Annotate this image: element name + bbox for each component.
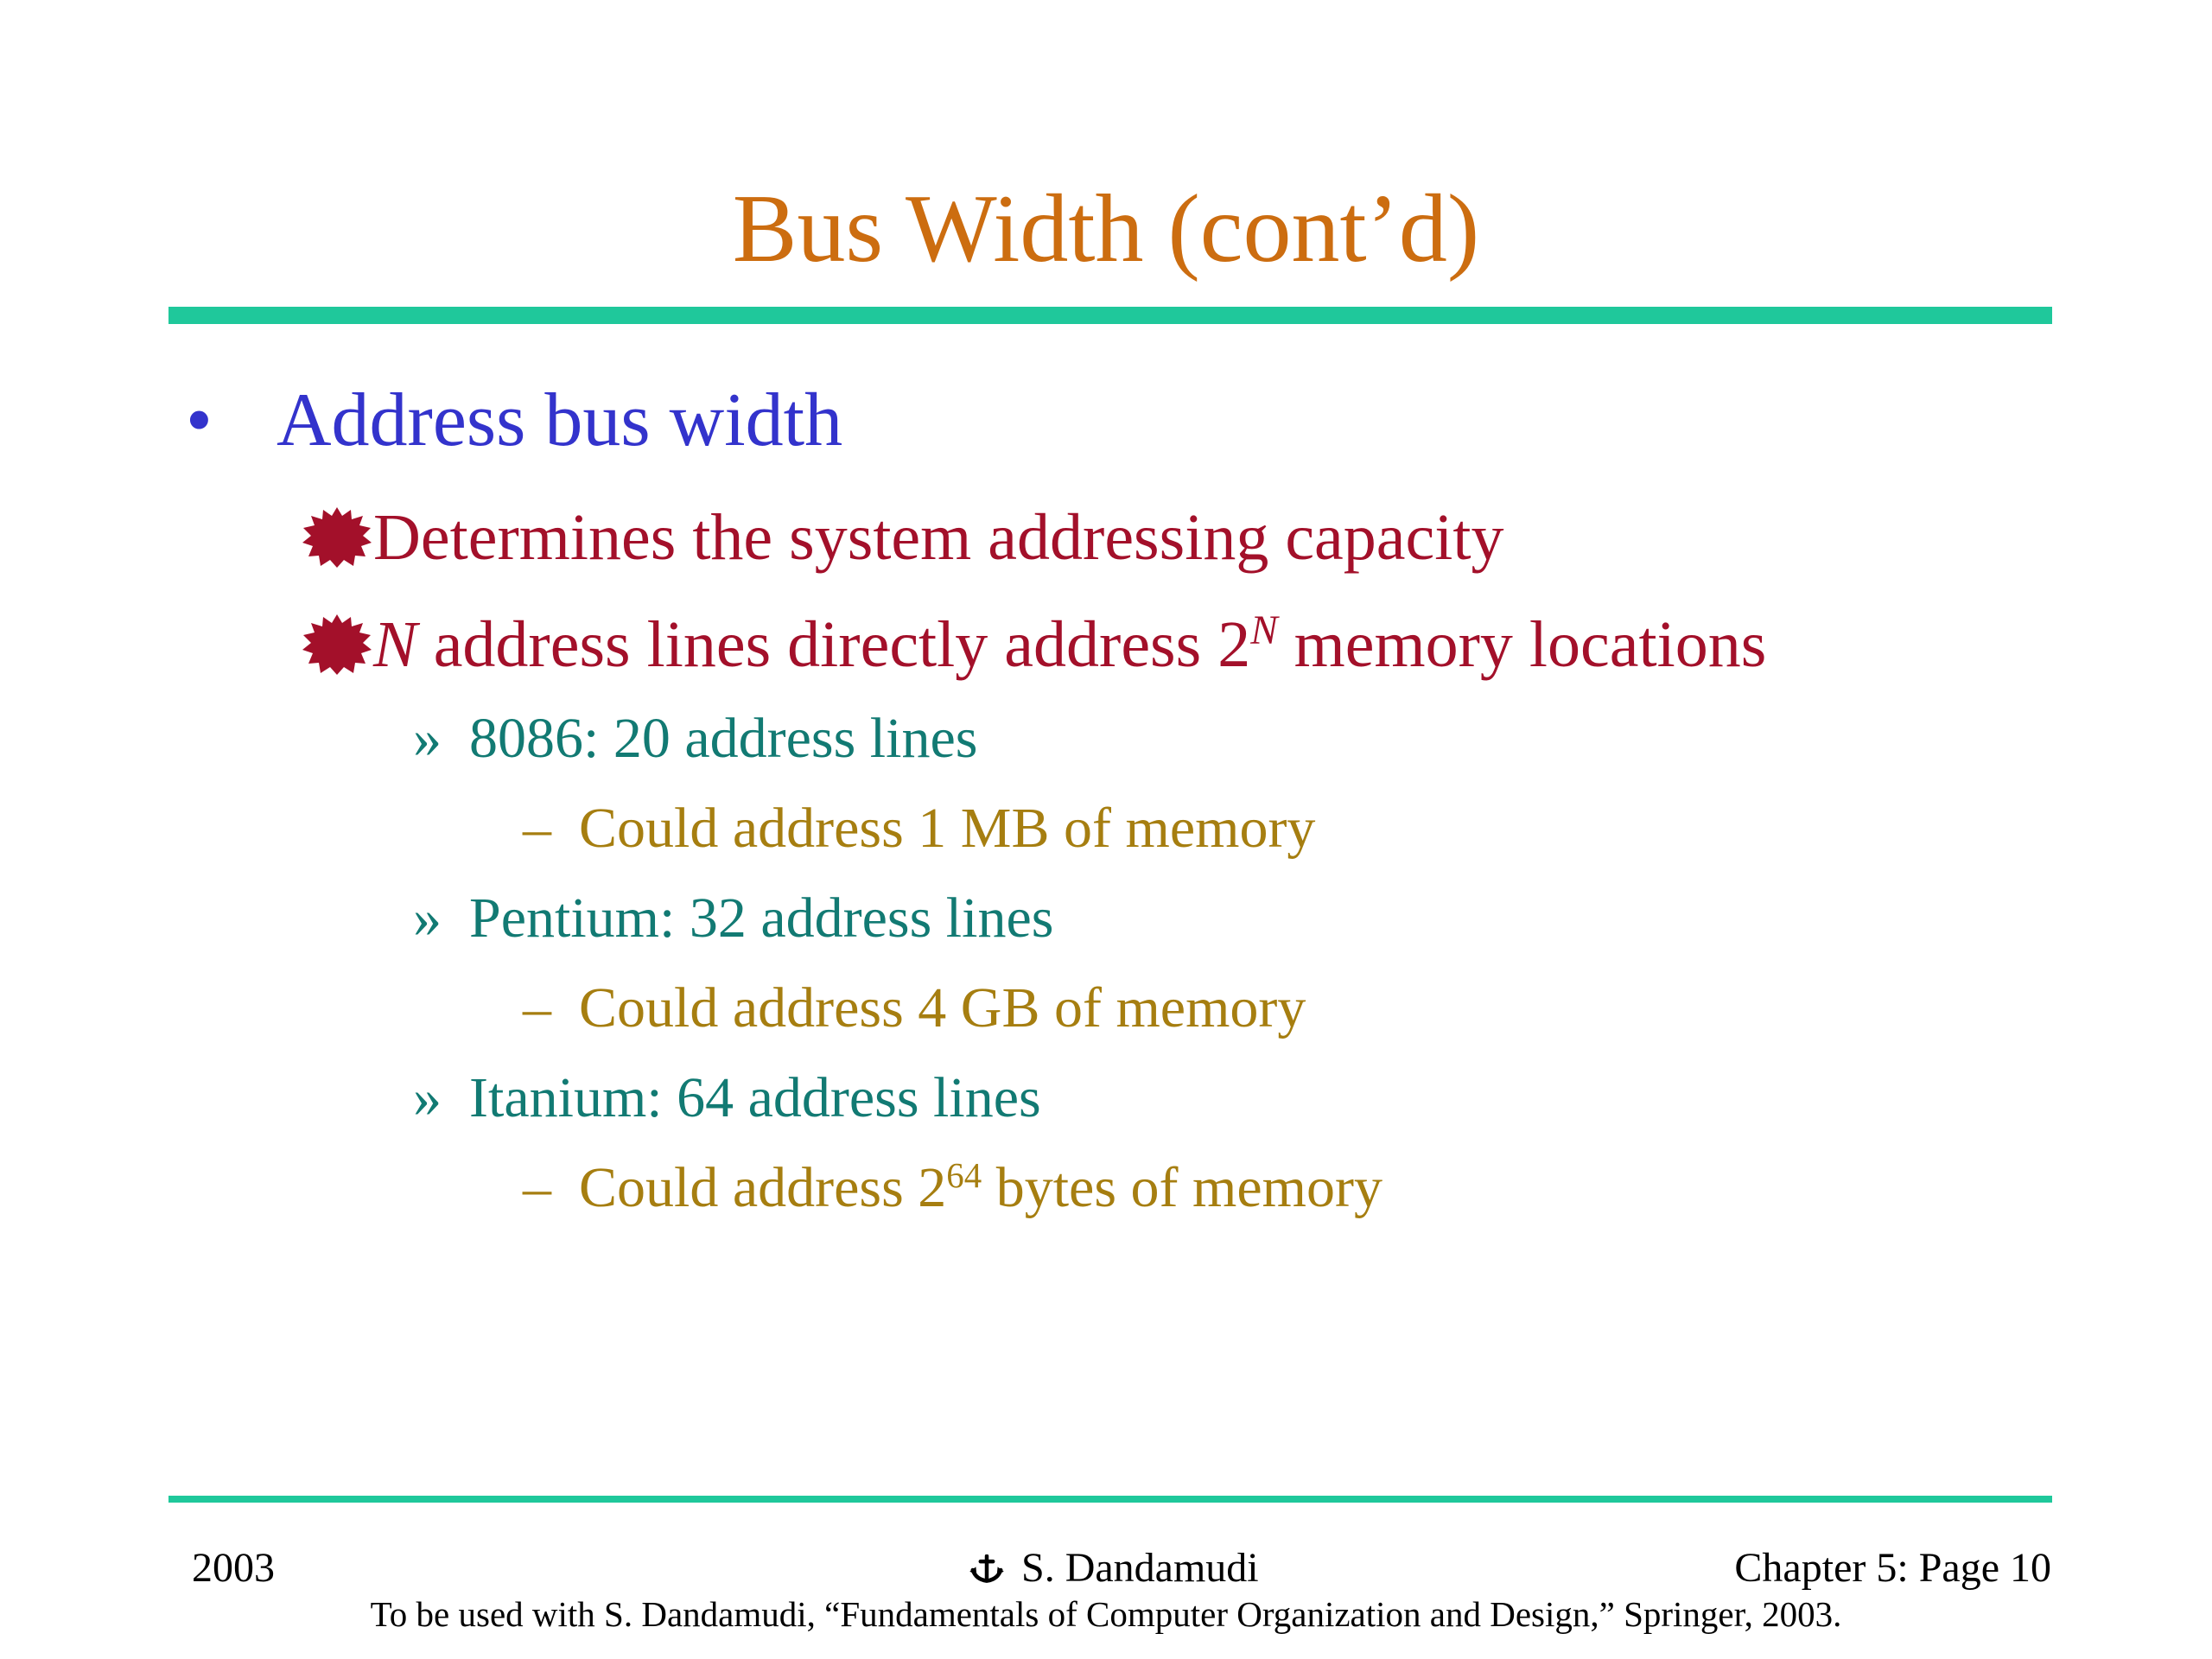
detail-post: bytes of memory [982, 1156, 1382, 1219]
burst-bullet-icon [302, 507, 372, 568]
bullet-dot: • [186, 378, 213, 462]
footer-divider [168, 1496, 2052, 1503]
bullet-text: N address lines directly address 2N memo… [373, 603, 1766, 686]
bullet-text: Could address 4 GB of memory [579, 976, 1306, 1039]
bullet-dash: – [523, 976, 551, 1039]
bullet-chevron: » [413, 707, 442, 770]
footer-credit: To be used with S. Dandamudi, “Fundament… [370, 1594, 1842, 1634]
anchor-logo-icon [969, 1554, 1004, 1583]
bullet-text-tail: memory locations [1277, 608, 1767, 681]
bullet-chevron: » [413, 1066, 442, 1129]
bullet-dash: – [523, 1156, 551, 1219]
footer-year: 2003 [192, 1545, 275, 1591]
title-divider [168, 307, 2052, 324]
bullet-text: Could address 264 bytes of memory [579, 1152, 1382, 1224]
bullet-text: Pentium: 32 address lines [469, 887, 1054, 950]
bullet-text: Address bus width [276, 378, 843, 462]
bullet-text: Determines the system addressing capacit… [373, 501, 1504, 574]
bullet-text: 8086: 20 address lines [469, 707, 978, 770]
detail-pre: Could address 2 [579, 1156, 947, 1219]
exponent-64: 64 [946, 1155, 982, 1195]
bullet-dash: – [523, 797, 551, 860]
bullet-chevron: » [413, 887, 442, 950]
author-name: S. Dandamudi [1021, 1545, 1259, 1591]
bullet-text: Itanium: 64 address lines [469, 1066, 1041, 1129]
variable-n: N [373, 608, 417, 681]
slide-title: Bus Width (cont’d) [732, 175, 1480, 283]
bullet-text-body: address lines directly address 2 [416, 608, 1251, 681]
burst-bullet-icon [302, 614, 372, 675]
superscript-n: N [1250, 608, 1278, 654]
bullet-text: Could address 1 MB of memory [579, 797, 1316, 860]
footer-page-number: Chapter 5: Page 10 [1734, 1545, 2051, 1591]
